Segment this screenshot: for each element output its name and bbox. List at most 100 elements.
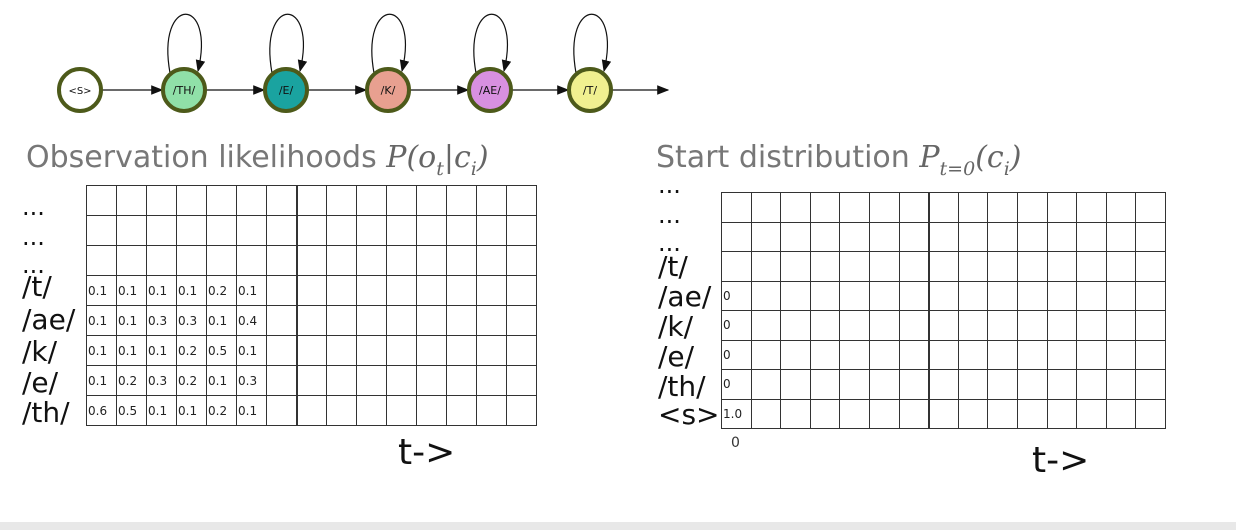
observation-cell [207, 186, 237, 216]
start-ellipsis: ... [658, 171, 681, 199]
start-cell [1047, 311, 1078, 341]
observation-cell [297, 336, 327, 366]
start-cell [781, 370, 811, 400]
observation-cell [207, 246, 237, 276]
state-label: /TH/ [173, 84, 196, 97]
start-cell [1106, 370, 1137, 400]
start-cell [751, 281, 782, 311]
observation-cell: 0.1 [117, 336, 147, 366]
start-cell [988, 340, 1018, 370]
observation-cell [507, 396, 537, 426]
observation-time-arrow: t-> [398, 432, 456, 473]
state-node [467, 67, 513, 113]
start-cell [781, 311, 811, 341]
start-cell [929, 311, 959, 341]
state-node [263, 67, 309, 113]
start-cell [1077, 370, 1107, 400]
observation-cell: 0.1 [147, 336, 177, 366]
start-cell [869, 340, 900, 370]
start-cell [869, 370, 900, 400]
observation-cell [387, 396, 417, 426]
start-cell [929, 370, 959, 400]
state-label: /E/ [279, 84, 294, 97]
observation-cell [357, 216, 387, 246]
observation-cell [417, 396, 447, 426]
observation-cell [477, 186, 507, 216]
observation-cell [237, 216, 267, 246]
start-row-label: /t/ [658, 250, 688, 283]
observation-cell [507, 336, 537, 366]
observation-row-label: /k/ [22, 335, 58, 368]
observation-cell [177, 246, 207, 276]
start-cell [958, 340, 989, 370]
observation-cell: 0.1 [117, 276, 147, 306]
observation-cell [507, 306, 537, 336]
start-cell [899, 281, 930, 311]
observation-row-label: /t/ [22, 270, 52, 303]
observation-cell [477, 306, 507, 336]
observation-cell [87, 186, 117, 216]
hmm-state-diagram: <S>/TH//E//K//AE//T/ [57, 13, 670, 113]
start-cell [869, 222, 900, 252]
observation-cell [327, 186, 357, 216]
observation-cell [477, 396, 507, 426]
start-axis-zero: 0 [731, 435, 740, 451]
observation-cell [417, 186, 447, 216]
observation-cell: 0.1 [207, 306, 237, 336]
observation-cell: 0.2 [117, 366, 147, 396]
observation-cell [417, 336, 447, 366]
observation-cell [357, 306, 387, 336]
observation-cell: 0.5 [207, 336, 237, 366]
start-cell [1106, 399, 1137, 429]
start-cell [958, 370, 989, 400]
start-cell [988, 311, 1018, 341]
start-cell [1017, 222, 1048, 252]
observation-cell [297, 366, 327, 396]
observation-cell [207, 216, 237, 246]
self-loop-arrow [371, 13, 410, 74]
start-cell [840, 399, 870, 429]
observation-cell [507, 366, 537, 396]
start-cell [869, 311, 900, 341]
start-cell [722, 193, 752, 223]
observation-cell [177, 186, 207, 216]
start-cell [1106, 340, 1137, 370]
state-label: /AE/ [479, 84, 501, 97]
observation-cell [387, 366, 417, 396]
start-cell: 0 [722, 370, 752, 400]
observation-cell [507, 246, 537, 276]
observation-cell: 0.1 [117, 306, 147, 336]
observation-cell [357, 186, 387, 216]
start-title: Start distribution Pt=0(ci) [656, 140, 1022, 180]
start-cell [988, 281, 1018, 311]
start-cell [840, 222, 870, 252]
start-cell [1106, 281, 1137, 311]
observation-cell [477, 366, 507, 396]
start-cell [781, 252, 811, 282]
start-cell [1017, 340, 1048, 370]
observation-cell [387, 246, 417, 276]
start-time-arrow: t-> [1032, 440, 1090, 481]
start-cell [810, 222, 841, 252]
observation-cell [297, 246, 327, 276]
observation-cell: 0.3 [147, 306, 177, 336]
observation-cell [417, 246, 447, 276]
observation-cell [267, 276, 297, 306]
observation-cell [477, 246, 507, 276]
start-cell [1077, 281, 1107, 311]
start-cell [810, 281, 841, 311]
observation-cell [117, 216, 147, 246]
observation-cell [237, 246, 267, 276]
observation-row-label: /ae/ [22, 303, 76, 336]
observation-cell [357, 396, 387, 426]
start-cell [1017, 370, 1048, 400]
start-cell [929, 281, 959, 311]
observation-cell [387, 336, 417, 366]
observation-cell [327, 276, 357, 306]
observation-cell: 0.1 [237, 336, 267, 366]
start-cell [781, 222, 811, 252]
observation-cell: 0.1 [177, 396, 207, 426]
start-cell [958, 399, 989, 429]
observation-cell [327, 396, 357, 426]
observation-cell [477, 336, 507, 366]
